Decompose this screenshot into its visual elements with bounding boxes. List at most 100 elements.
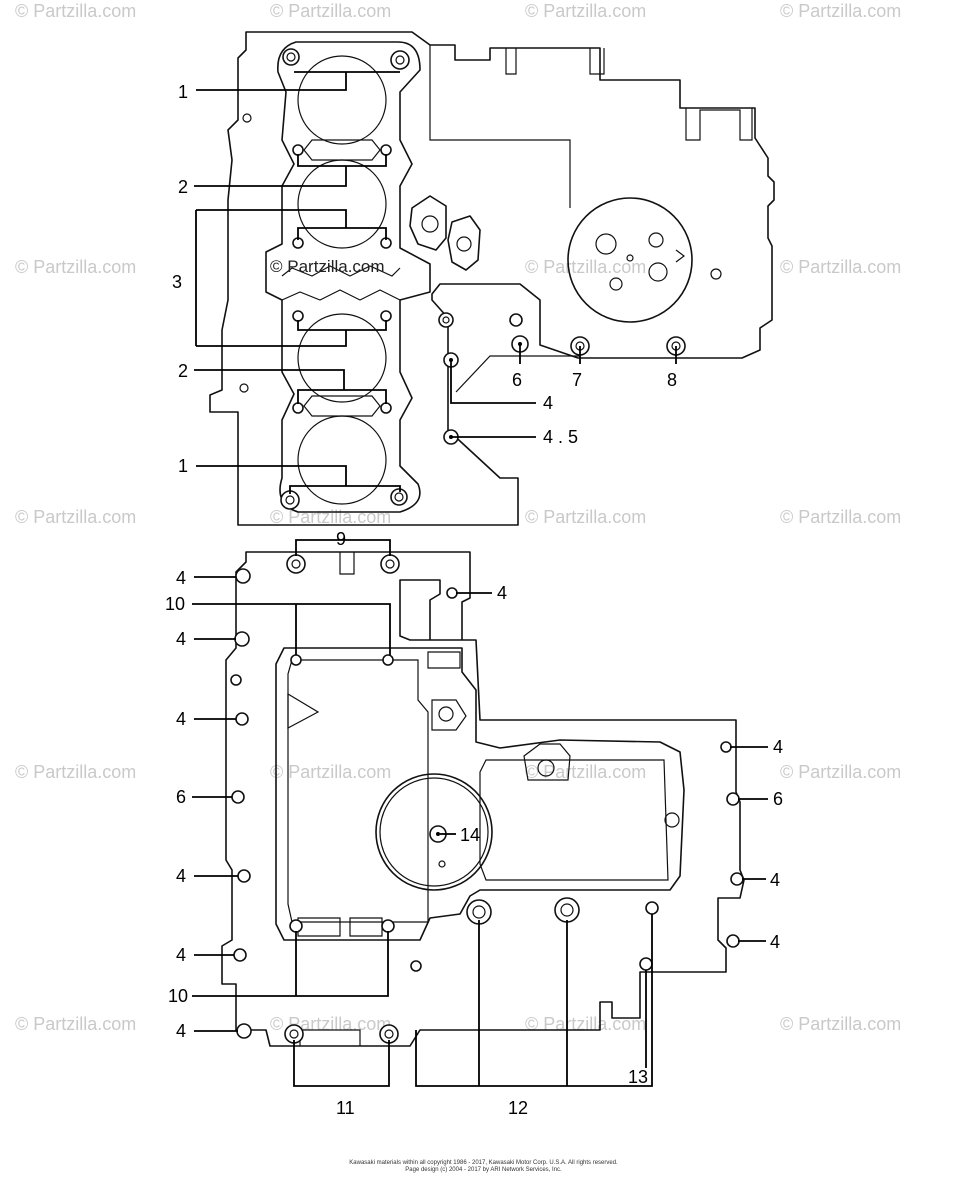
starter-clutch-hole [609,277,623,291]
callout-label: 11 [336,1098,355,1118]
starter-clutch-hole [626,254,634,262]
edge-bolt [236,1023,252,1039]
watermark: © Partzilla.com [780,1014,901,1034]
upper-crankcase: © Partzilla.com [209,31,775,526]
cylinder-bore-1 [297,55,387,145]
gasket-center-rail [281,265,401,277]
edge-bolt [446,587,458,599]
watermark: © Partzilla.com [15,1,136,21]
leader-line [192,603,391,655]
callout-label: 6 [512,370,522,390]
watermark: © Partzilla.com [525,1,646,21]
callout-label: 4 [176,709,186,729]
dowel-hole [380,402,392,414]
leader-line [194,154,387,187]
watermark-grid: © Partzilla.com © Partzilla.com © Partzi… [15,1,901,1034]
oil-pump-bolt-center [436,832,440,836]
drain-plug-inner [472,905,486,919]
watermark: © Partzilla.com [270,507,391,527]
bolt-boss [438,312,454,328]
callout-label: 1 [178,456,188,476]
edge-bolt [235,568,251,584]
page-design-line: Page design (c) 2004 - 2017 by ARI Netwo… [405,1167,562,1173]
gasket-bridge [303,139,381,161]
bolt-boss [509,313,523,327]
watermark: © Partzilla.com [525,257,646,277]
gasket-boss-hole [438,706,454,722]
callout-label: 6 [176,787,186,807]
gasket-center-rail [281,289,401,301]
stud-holes [280,48,410,510]
pan-bolt-hole [382,654,394,666]
callout-label: 4 [176,629,186,649]
dowel-hole [380,310,392,322]
watermark: © Partzilla.com [270,762,391,782]
gasket-bridge [303,395,381,417]
case-rib [455,355,580,393]
cylinder-bore-3 [297,313,387,403]
pan-bolt-hole [290,654,302,666]
callout-label: 4 [770,932,780,952]
oil-pump-cover [375,773,493,891]
drain-plug [554,897,580,923]
gasket-holes [230,554,744,1044]
gasket-boss-hole [664,812,680,828]
callout-label: 10 [168,986,188,1006]
copyright-line: Kawasaki materials within all copyright … [349,1160,618,1166]
edge-bolt [230,674,242,686]
edge-bolt [726,934,740,948]
stud-hole [390,488,408,506]
edge-bolt [410,960,422,972]
callout-label: 4 [770,870,780,890]
pan-bolt-hole [289,919,303,933]
oil-pump-cover-inner [379,777,489,887]
callout-label: 4 . 5 [543,427,578,447]
callout-label: 4 [176,945,186,965]
mount-boss [239,383,249,393]
mount-boss [710,268,722,280]
gasket-window [297,917,383,937]
watermark: © Partzilla.com [525,507,646,527]
callout-label: 4 [497,583,507,603]
gasket-boss-hole [537,759,555,777]
edge-bolt [237,869,251,883]
oil-pan-gasket-inner [287,659,429,923]
stud-hole-inner [285,495,295,505]
bolt-boss-inner [442,316,450,324]
drain-plug-inner [560,903,574,917]
callout-label: 14 [460,825,480,845]
upper-case-outline [209,31,775,526]
watermark: © Partzilla.com [15,1014,136,1034]
pan-bolt-hole [381,919,395,933]
starter-clutch-hole [595,233,617,255]
oil-pump-hole [438,860,446,868]
gasket-triangle [287,692,320,729]
inline-watermark: © Partzilla.com [270,257,385,276]
watermark: © Partzilla.com [15,257,136,277]
starter-clutch-cover [567,197,693,323]
dowel-hole [292,310,304,322]
watermark: © Partzilla.com [270,1,391,21]
leader-line [450,360,536,404]
dowel-hole [292,144,304,156]
gasket-window [427,651,461,669]
watermark: © Partzilla.com [15,762,136,782]
watermark: © Partzilla.com [525,762,646,782]
callout-label: 4 [176,568,186,588]
edge-bolt [233,948,247,962]
leader-line [192,931,389,997]
stud-hole-inner [394,492,404,502]
oil-passage-flange [447,215,481,271]
edge-bolt [234,631,250,647]
leader-line [295,539,391,556]
pan-bolt-hole-inner [289,1029,299,1039]
edge-bolt [730,872,744,886]
gasket-boss [431,699,467,731]
stud-hole-inner [395,55,405,65]
pan-bolt-hole-inner [291,559,301,569]
oil-pan-gasket-outline [275,647,685,941]
callout-label: 7 [572,370,582,390]
pan-bolt-hole [286,554,306,574]
edge-bolt [726,792,740,806]
cylinder-bore-2 [297,159,387,249]
